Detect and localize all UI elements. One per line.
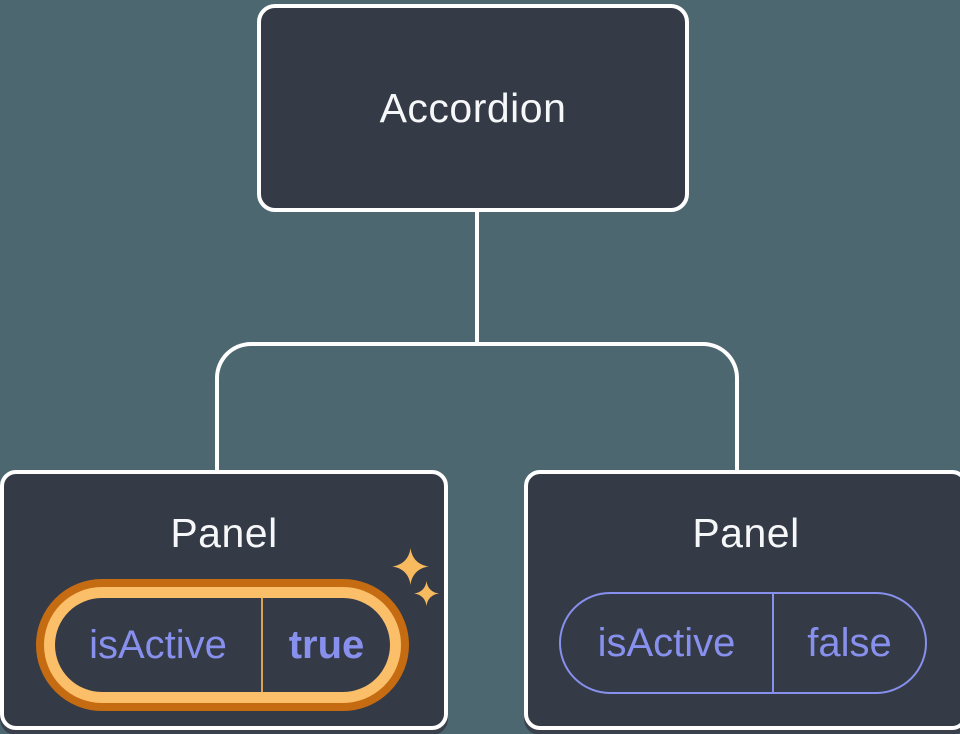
is-active-pill-plain: isActive false bbox=[559, 592, 927, 694]
accordion-node-label: Accordion bbox=[379, 84, 567, 131]
connector-stem bbox=[475, 210, 479, 344]
pill-inner: isActive true bbox=[55, 598, 390, 692]
prop-name-cell: isActive bbox=[55, 598, 261, 692]
accordion-node: Accordion bbox=[257, 4, 689, 212]
panel-label: Panel bbox=[692, 510, 800, 556]
prop-value-label: true bbox=[288, 622, 365, 667]
prop-name-label: isActive bbox=[89, 622, 227, 667]
connector-branch bbox=[215, 342, 739, 474]
prop-name-cell: isActive bbox=[561, 594, 772, 692]
panel-label: Panel bbox=[170, 510, 278, 556]
prop-value-label: false bbox=[807, 620, 892, 665]
sparkle-small-icon bbox=[414, 581, 439, 606]
prop-value-cell: false bbox=[772, 594, 925, 692]
sparkle-large-icon bbox=[392, 548, 429, 585]
panel-node-inactive: Panel isActive false bbox=[524, 470, 960, 730]
prop-name-label: isActive bbox=[597, 620, 736, 665]
panel-node-active: Panel isActive true bbox=[0, 470, 448, 730]
is-active-pill-highlighted: isActive true bbox=[36, 579, 409, 711]
prop-value-cell: true bbox=[261, 598, 390, 692]
